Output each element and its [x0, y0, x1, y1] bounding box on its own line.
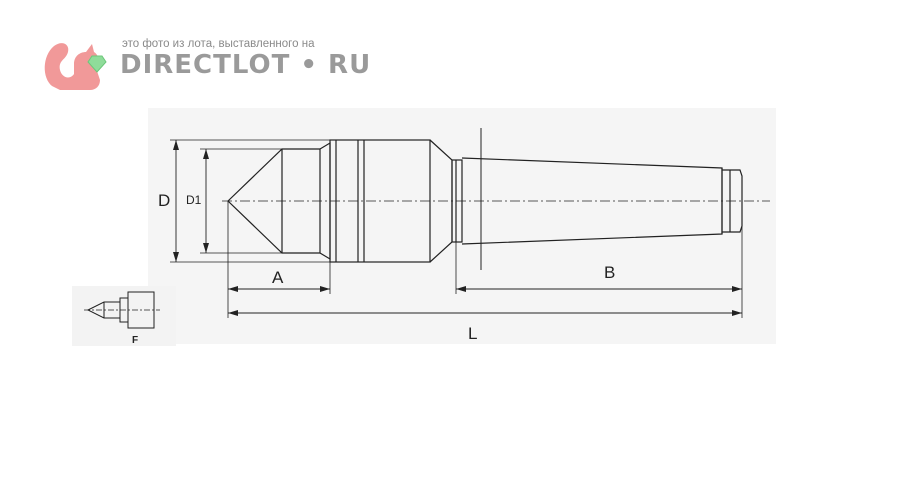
- watermark-caption: это фото из лота, выставленного на: [122, 38, 315, 50]
- shank-collar: [451, 159, 463, 243]
- label-l: L: [468, 324, 477, 343]
- watermark-brand: DIRECTLOT • RU: [120, 50, 372, 80]
- label-d1: D1: [186, 193, 202, 207]
- cone-tip: [227, 148, 321, 254]
- detail-f-sketch: [84, 291, 160, 329]
- detail-panel: [72, 286, 176, 346]
- tang: [722, 169, 743, 233]
- watermark: [40, 34, 360, 98]
- label-b: B: [604, 263, 615, 282]
- label-a: A: [272, 268, 284, 287]
- label-d: D: [158, 191, 170, 210]
- bearing-body: [329, 139, 431, 263]
- label-f: F: [132, 335, 138, 346]
- squirrel-icon: [44, 43, 107, 90]
- tool-outline: [170, 128, 770, 318]
